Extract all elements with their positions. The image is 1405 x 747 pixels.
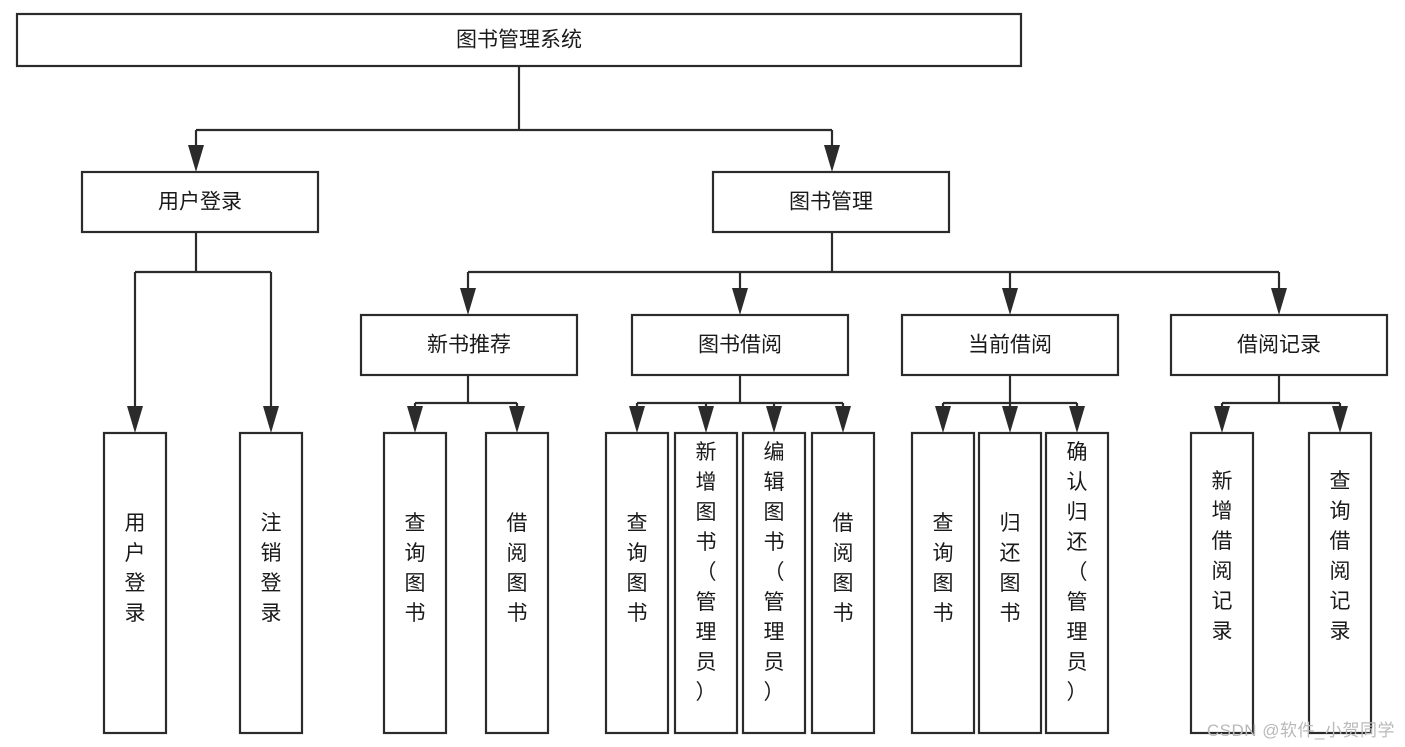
- arrow-head-user-login: [188, 145, 204, 172]
- arrow-head-book-manage: [824, 145, 840, 172]
- node-label-leaf-query-book-3: 查询图书: [933, 512, 954, 625]
- node-box-leaf-user-login[interactable]: [102, 431, 168, 735]
- node-root-system[interactable]: 图书管理系统: [15, 12, 1023, 68]
- connector-group-user-login: [127, 232, 279, 433]
- node-box-leaf-add-record[interactable]: [1189, 431, 1255, 735]
- node-leaf-confirm-return[interactable]: 确认归还（管理员）: [1044, 431, 1110, 735]
- node-leaf-user-login[interactable]: 用户登录: [102, 431, 168, 735]
- arrow-head-leaf-query-book-2: [629, 406, 645, 433]
- node-label-leaf-borrow-book-1: 借阅图书: [507, 512, 528, 625]
- node-label-leaf-confirm-return: 确认归还（管理员）: [1067, 441, 1088, 704]
- arrow-head-leaf-user-login: [127, 406, 143, 433]
- node-user-login[interactable]: 用户登录: [80, 170, 320, 234]
- arrow-head-current: [1002, 288, 1018, 315]
- node-box-current-borrow[interactable]: [900, 313, 1120, 377]
- node-borrow-record[interactable]: 借阅记录: [1169, 313, 1389, 377]
- node-new-book-recommend[interactable]: 新书推荐: [359, 313, 579, 377]
- node-leaf-return-book[interactable]: 归还图书: [977, 431, 1043, 735]
- node-book-manage[interactable]: 图书管理: [711, 170, 951, 234]
- node-label-root: 图书管理系统: [456, 29, 582, 52]
- node-leaf-query-book-3[interactable]: 查询图书: [910, 431, 976, 735]
- arrow-head-newbook: [460, 288, 476, 315]
- node-label-new-book-recommend: 新书推荐: [427, 334, 511, 357]
- node-label-book-manage: 图书管理: [789, 191, 873, 214]
- arrow-head-leaf-borrow-book-1: [509, 406, 525, 433]
- arrow-head-leaf-query-record: [1332, 406, 1348, 433]
- arrow-head-leaf-edit-book: [766, 406, 782, 433]
- node-leaf-logout[interactable]: 注销登录: [238, 431, 304, 735]
- connector-group-book-manage: [460, 232, 1287, 315]
- connector-group-record: [1214, 375, 1348, 433]
- node-leaf-borrow-book-2[interactable]: 借阅图书: [810, 431, 876, 735]
- arrow-head-record: [1271, 288, 1287, 315]
- node-leaf-add-record[interactable]: 新增借阅记录: [1189, 431, 1255, 735]
- node-box-root[interactable]: [15, 12, 1023, 68]
- node-label-book-borrow: 图书借阅: [698, 334, 782, 357]
- node-box-new-book-recommend[interactable]: [359, 313, 579, 377]
- node-label-leaf-logout: 注销登录: [261, 512, 282, 625]
- node-label-leaf-add-book: 新增图书（管理员）: [696, 441, 717, 704]
- node-label-leaf-query-record: 查询借阅记录: [1330, 470, 1351, 643]
- node-box-borrow-record[interactable]: [1169, 313, 1389, 377]
- node-box-leaf-logout[interactable]: [238, 431, 304, 735]
- arrow-head-leaf-add-book: [698, 406, 714, 433]
- node-box-leaf-query-book-3[interactable]: [910, 431, 976, 735]
- node-label-leaf-query-book-1: 查询图书: [405, 512, 426, 625]
- node-label-leaf-borrow-book-2: 借阅图书: [833, 512, 854, 625]
- node-leaf-query-book-2[interactable]: 查询图书: [604, 431, 670, 735]
- connector-group-newbook: [407, 375, 525, 433]
- node-label-current-borrow: 当前借阅: [968, 334, 1052, 357]
- node-leaf-add-book[interactable]: 新增图书（管理员）: [673, 431, 739, 735]
- node-label-user-login: 用户登录: [158, 191, 242, 214]
- connector-group-current: [935, 375, 1085, 433]
- node-label-leaf-return-book: 归还图书: [1000, 512, 1021, 625]
- arrow-head-borrow: [732, 288, 748, 315]
- arrow-head-leaf-query-book-3: [935, 406, 951, 433]
- arrow-head-leaf-query-book-1: [407, 406, 423, 433]
- node-box-leaf-add-book[interactable]: [673, 431, 739, 735]
- arrow-head-leaf-return-book: [1002, 406, 1018, 433]
- node-box-book-borrow[interactable]: [630, 313, 850, 377]
- node-box-leaf-borrow-book-1[interactable]: [484, 431, 550, 735]
- connector-group-root: [188, 66, 840, 172]
- node-leaf-query-record[interactable]: 查询借阅记录: [1307, 431, 1373, 735]
- node-box-leaf-borrow-book-2[interactable]: [810, 431, 876, 735]
- node-box-user-login[interactable]: [80, 170, 320, 234]
- arrow-head-leaf-borrow-book-2: [835, 406, 851, 433]
- node-label-leaf-edit-book: 编辑图书（管理员）: [764, 441, 785, 704]
- node-label-leaf-query-book-2: 查询图书: [627, 512, 648, 625]
- node-label-borrow-record: 借阅记录: [1237, 334, 1321, 357]
- node-box-leaf-query-record[interactable]: [1307, 431, 1373, 735]
- node-box-leaf-query-book-1[interactable]: [382, 431, 448, 735]
- node-box-leaf-query-book-2[interactable]: [604, 431, 670, 735]
- node-label-leaf-add-record: 新增借阅记录: [1212, 470, 1233, 643]
- csdn-watermark: CSDN @软件_小贺同学: [1206, 721, 1395, 740]
- node-box-leaf-confirm-return[interactable]: [1044, 431, 1110, 735]
- node-leaf-edit-book[interactable]: 编辑图书（管理员）: [741, 431, 807, 735]
- node-box-leaf-edit-book[interactable]: [741, 431, 807, 735]
- node-label-leaf-user-login: 用户登录: [125, 512, 146, 625]
- arrow-head-leaf-add-record: [1214, 406, 1230, 433]
- node-leaf-query-book-1[interactable]: 查询图书: [382, 431, 448, 735]
- node-box-leaf-return-book[interactable]: [977, 431, 1043, 735]
- arrow-head-leaf-logout: [263, 406, 279, 433]
- node-box-book-manage[interactable]: [711, 170, 951, 234]
- node-current-borrow[interactable]: 当前借阅: [900, 313, 1120, 377]
- node-leaf-borrow-book-1[interactable]: 借阅图书: [484, 431, 550, 735]
- arrow-head-leaf-confirm-return: [1069, 406, 1085, 433]
- connector-group-borrow: [629, 375, 851, 433]
- node-book-borrow[interactable]: 图书借阅: [630, 313, 850, 377]
